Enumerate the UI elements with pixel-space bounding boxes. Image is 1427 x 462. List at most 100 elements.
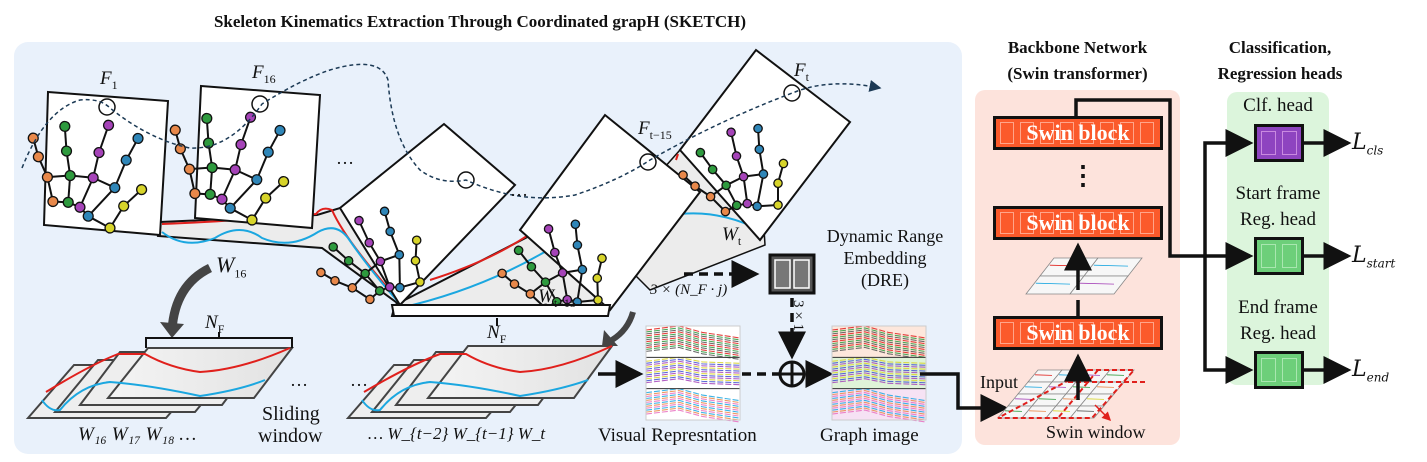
image-stripe [831,356,927,364]
end-head-label-line1: End frame [1238,297,1318,318]
swin-block-label: Swin block [1026,320,1130,345]
swin-block-cell [1000,122,1014,144]
skeleton-bone [576,269,584,303]
skeleton-joint [74,201,86,213]
curved-arrow-left-icon [167,263,213,331]
skeleton-joint [593,295,603,305]
swin-block-cell [1140,212,1154,234]
image-stripe [831,395,927,409]
skeleton-joint [410,255,421,266]
skeleton-joint [87,172,99,184]
skeleton-joint [526,261,537,272]
image-stripe [645,335,741,349]
patch-stripe [1038,398,1057,400]
image-stripe [831,401,927,415]
frame-label-f1: F1 [100,68,118,92]
image-stripe [831,376,927,384]
skeleton-joint [109,182,121,194]
image-stripe [831,393,927,408]
hand-skeleton [27,119,148,234]
skeleton-joint [720,206,731,217]
skeleton-joint [375,256,386,267]
image-stripe [831,368,927,376]
image-stripe [831,342,927,357]
swin-block-cell [1020,212,1034,234]
patch-stripe [1093,264,1129,267]
skeleton-joint [731,151,742,161]
right-window-stack [345,318,614,419]
image-stripe [645,372,741,380]
image-stripe [831,372,927,380]
patch-tile [1069,275,1129,295]
sketch-title: Skeleton Kinematics Extraction Through C… [213,12,747,31]
skeleton-joint [364,237,375,248]
skeleton-joint [562,294,573,305]
skeleton-joint [27,132,39,144]
patch-stripe [1024,386,1043,388]
image-stripe [831,364,927,372]
skeleton-joint [41,171,53,183]
swin-block-middle: Swin block [993,206,1163,240]
swin-block-cell [1040,322,1054,344]
swin-block-top: Swin block [993,116,1163,150]
skeleton-joint [773,200,783,210]
swin-vertical-ellipsis: ⋮ [1070,161,1096,190]
patch-stripe [1004,410,1023,412]
image-stripe [831,325,927,339]
image-stripe [645,391,741,406]
skeleton-bone [87,186,116,217]
skeleton-joint [120,154,132,166]
image-stripe [645,342,741,357]
patch-stripe [1048,386,1067,388]
image-stripe [831,344,927,358]
swin-block-cell [1080,122,1094,144]
image-stripe [831,405,927,419]
skeleton-joint [201,112,213,124]
skeleton-joint [550,247,560,258]
frame-f16 [193,84,322,230]
skeleton-joint [374,286,385,296]
window-label-wt: Wt [722,224,742,248]
skeleton-joint [509,279,520,289]
skeleton-joint [705,191,716,202]
patch-stripe [1034,374,1053,376]
arrow-graph-to-input [920,372,1009,422]
hand-skeletons [27,111,789,314]
clf-head-label: Clf. head [1243,95,1313,116]
image-stripe [645,407,741,421]
image-stripe [645,329,741,343]
sum-icon [778,360,806,388]
skeleton-joint [695,147,706,158]
swin-block-bottom: Swin block [993,316,1163,350]
swin-block-cell [1080,212,1094,234]
swin-block-cell [1020,322,1034,344]
heads-title-line2: Regression heads [1217,64,1343,83]
image-stripe [831,331,927,345]
nf-bracket-left [145,332,293,348]
image-stripe [645,378,741,386]
swin-block-cell [1120,212,1134,234]
left-window-stack [25,332,295,419]
skeleton-joint [497,268,507,279]
stack-ellipsis-left: … [290,370,308,390]
skeleton-joint [385,226,395,237]
skeleton-joint [707,164,718,175]
swin-block-cell [1140,322,1154,344]
skeleton-joint [577,264,588,275]
skeleton-joint [731,200,742,211]
skeleton-joint [773,178,783,189]
skeleton-joint [93,146,105,159]
skeleton-joint [136,184,148,196]
image-stripe [645,366,741,374]
frame-label-ft: Ft [794,60,809,84]
end-head-block [1254,351,1304,389]
frames-ellipsis-2: … [510,180,528,200]
swin-block-cell [1040,212,1054,234]
skeleton-joint [104,222,116,234]
skeleton-joint [62,196,74,208]
patch-stripe [1072,386,1091,388]
skeleton-joint [251,174,263,186]
swin-block-cell [1100,122,1114,144]
skeleton-joint [328,242,339,252]
